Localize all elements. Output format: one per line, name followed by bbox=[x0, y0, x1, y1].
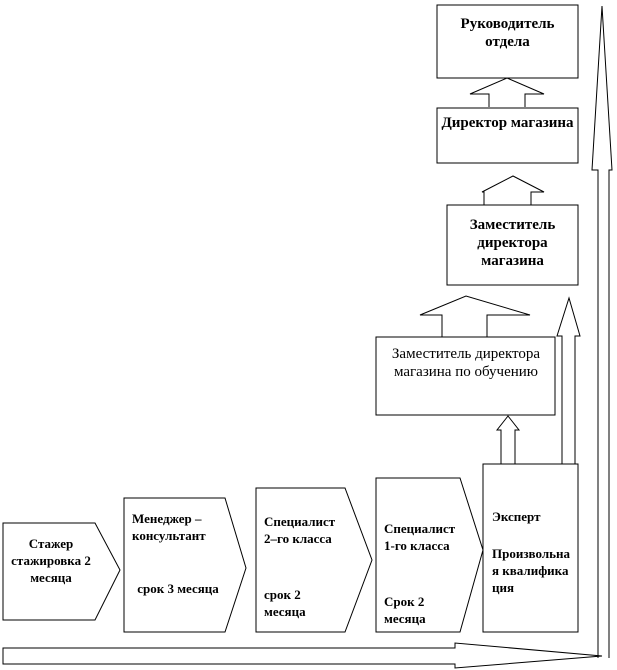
step-expert bbox=[482, 463, 579, 633]
step-title: Специалист 1-го класса bbox=[384, 521, 456, 553]
step-detail: Срок 2 месяца bbox=[384, 594, 426, 626]
step-specialist-2 bbox=[255, 487, 373, 633]
step-title: Специалист 2–го класса bbox=[264, 514, 336, 546]
step-specialist-1 bbox=[375, 477, 484, 633]
step-title: Менеджер – консультант bbox=[132, 511, 206, 543]
arrow-up-icon bbox=[495, 415, 521, 464]
step-detail: срок 2 месяца bbox=[264, 587, 306, 619]
step-detail: стажировка 2 месяца bbox=[11, 553, 91, 585]
box-head-of-department bbox=[436, 4, 579, 79]
label-head-of-department: Руководитель отдела bbox=[460, 16, 555, 50]
vertical-arrow-icon bbox=[591, 5, 613, 658]
horizontal-arrow-icon bbox=[2, 642, 603, 669]
arrow-up-icon bbox=[481, 175, 545, 205]
box-deputy-training bbox=[375, 336, 556, 416]
arrow-up-icon bbox=[419, 295, 531, 337]
box-deputy-director bbox=[446, 204, 579, 286]
label-store-director: Директор магазина bbox=[441, 115, 574, 131]
box-store-director bbox=[436, 107, 579, 164]
step-manager bbox=[123, 497, 247, 633]
step-title: Стажер bbox=[28, 536, 74, 551]
label-deputy-training: Заместитель директора магазина по обучен… bbox=[391, 346, 541, 380]
step-detail: Произвольная квалификация bbox=[492, 546, 570, 595]
step-intern bbox=[2, 522, 121, 621]
step-detail: срок 3 месяца bbox=[137, 581, 219, 596]
arrow-up-icon bbox=[556, 296, 581, 464]
step-title: Эксперт bbox=[492, 509, 541, 524]
arrow-up-icon bbox=[469, 77, 545, 107]
label-deputy-director: Заместитель директора магазина bbox=[469, 217, 556, 269]
